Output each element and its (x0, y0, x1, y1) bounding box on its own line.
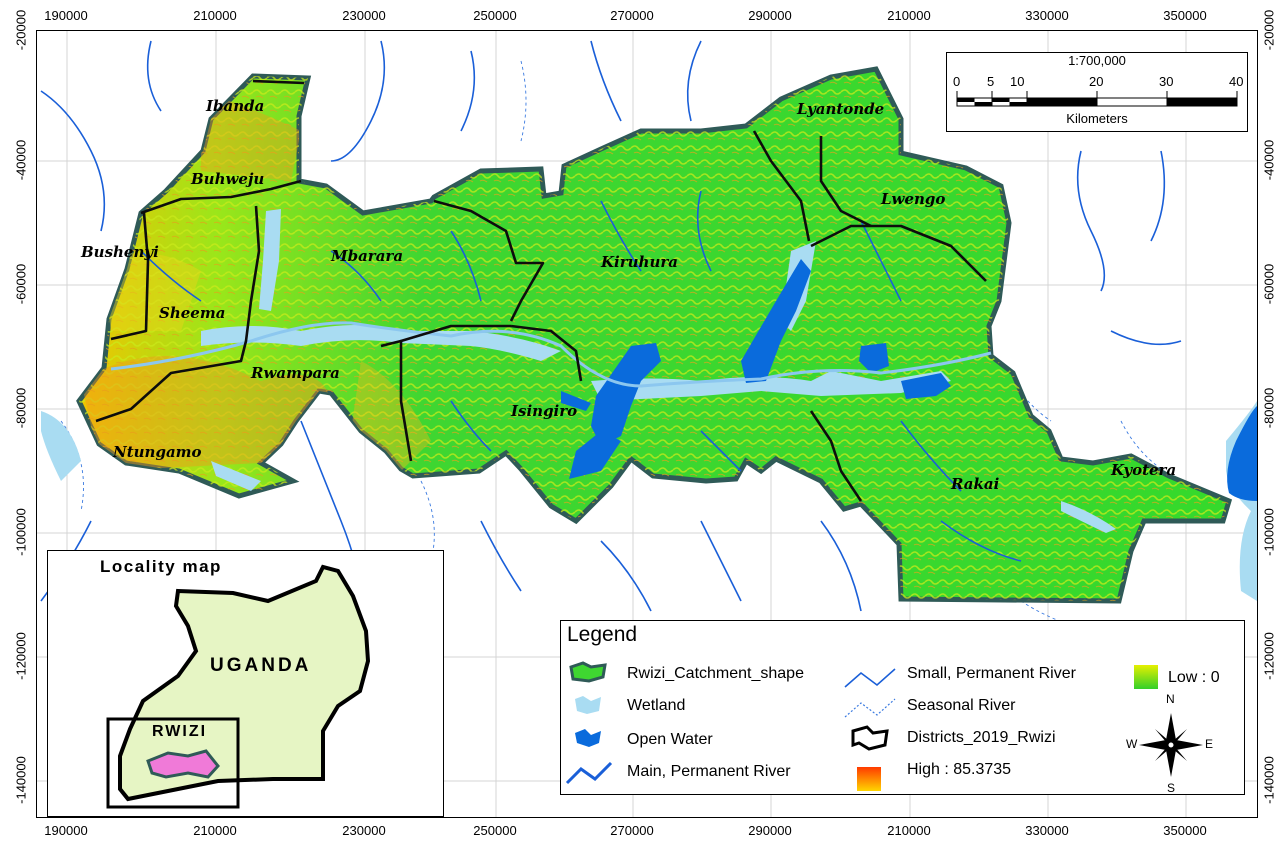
top-tick-3: 250000 (473, 8, 517, 23)
top-tick-2: 230000 (342, 8, 386, 23)
bottom-tick-3: 250000 (473, 823, 517, 838)
top-tick-1: 210000 (193, 8, 237, 23)
right-tick-2: -60000 (1261, 263, 1277, 305)
high-swatch (857, 767, 881, 791)
label-lyantonde: Lyantonde (796, 100, 884, 118)
right-tick-0: -20000 (1261, 9, 1277, 51)
label-rakai: Rakai (950, 475, 1000, 493)
locality-graphic (106, 564, 371, 809)
scale-unit: Kilometers (1066, 111, 1128, 126)
legend-title: Legend (567, 623, 638, 646)
compass-n: N (1166, 692, 1175, 706)
main-river-symbol (565, 761, 613, 785)
label-bushenyi: Bushenyi (80, 243, 159, 261)
map-canvas: Ibanda Buhweju Bushenyi Sheema Mbarara R… (37, 31, 1257, 817)
legend-open-water: Open Water (627, 731, 713, 748)
top-tick-0: 190000 (44, 8, 88, 23)
legend: Legend Rwizi_Catch (560, 620, 1245, 795)
left-tick-2: -60000 (13, 263, 29, 305)
uganda-shape (118, 564, 371, 802)
scale-ratio: 1:700,000 (1068, 53, 1126, 68)
scale-label-0: 0 (953, 74, 961, 89)
small-river-symbol (844, 668, 896, 688)
locality-region: RWIZI (152, 723, 208, 740)
label-kiruhura: Kiruhura (600, 253, 678, 271)
legend-districts: Districts_2019_Rwizi (907, 729, 1056, 746)
bottom-tick-2: 230000 (342, 823, 386, 838)
label-ntungamo: Ntungamo (112, 443, 202, 461)
rwizi-extent-box (106, 717, 240, 809)
right-tick-1: -40000 (1261, 139, 1277, 181)
right-tick-4: -100000 (1261, 508, 1277, 556)
scale-label-40: 40 (1229, 74, 1244, 89)
locality-title: Locality map (100, 557, 222, 576)
scale-bar: 1:700,000 0 5 10 20 30 40 Kilometers (946, 52, 1248, 132)
scale-label-5: 5 (987, 74, 995, 89)
open-water-symbol (575, 729, 601, 747)
bottom-tick-6: 210000 (887, 823, 931, 838)
left-tick-5: -120000 (13, 632, 29, 680)
legend-main-river: Main, Permanent River (627, 763, 791, 780)
top-tick-8: 350000 (1163, 8, 1207, 23)
wetland-symbol (575, 696, 601, 714)
external-wetland (41, 411, 81, 481)
legend-wetland: Wetland (627, 697, 686, 714)
internal-rivers (140, 190, 1022, 562)
legend-symbols (565, 661, 1203, 791)
legend-high: High : 85.3735 (907, 761, 1012, 778)
scale-label-20: 20 (1089, 74, 1104, 89)
left-tick-4: -100000 (13, 508, 29, 556)
seasonal-river-symbol (844, 698, 896, 718)
district-boundaries (95, 79, 987, 502)
left-tick-0: -20000 (13, 9, 29, 51)
bottom-tick-1: 210000 (193, 823, 237, 838)
compass-e: E (1205, 737, 1214, 751)
label-buhweju: Buhweju (190, 170, 264, 188)
catchment-symbol (569, 661, 607, 683)
legend-seasonal-river: Seasonal River (907, 697, 1016, 714)
map-frame: Ibanda Buhweju Bushenyi Sheema Mbarara R… (36, 30, 1258, 818)
main-river (110, 321, 992, 388)
label-rwampara: Rwampara (250, 364, 340, 382)
low-swatch (1134, 665, 1158, 689)
legend-catchment: Rwizi_Catchment_shape (627, 665, 804, 682)
right-tick-3: -80000 (1261, 387, 1277, 429)
legend-low: Low : 0 (1168, 669, 1220, 686)
left-tick-1: -40000 (13, 139, 29, 181)
label-sheema: Sheema (159, 304, 225, 322)
left-tick-3: -80000 (13, 387, 29, 429)
bottom-tick-8: 350000 (1163, 823, 1207, 838)
rwizi-shape (146, 749, 220, 779)
scale-bar-graphic (956, 91, 1238, 107)
top-tick-6: 210000 (887, 8, 931, 23)
east-lake (1227, 406, 1257, 501)
top-tick-4: 270000 (610, 8, 654, 23)
label-kyotera: Kyotera (1110, 461, 1176, 479)
scale-label-30: 30 (1159, 74, 1174, 89)
label-ibanda: Ibanda (205, 97, 264, 115)
right-tick-5: -120000 (1261, 632, 1277, 680)
north-arrow (1139, 713, 1203, 777)
label-lwengo: Lwengo (880, 190, 945, 208)
right-tick-6: -140000 (1261, 756, 1277, 804)
districts-symbol (851, 725, 889, 751)
compass-w: W (1126, 737, 1138, 751)
left-tick-6: -140000 (13, 756, 29, 804)
label-isingiro: Isingiro (510, 402, 577, 420)
locality-map: Locality map UGANDA RWIZI (47, 550, 444, 817)
bottom-tick-4: 270000 (610, 823, 654, 838)
locality-country: UGANDA (210, 655, 312, 676)
open-water (561, 259, 951, 479)
bottom-tick-0: 190000 (44, 823, 88, 838)
top-tick-7: 330000 (1025, 8, 1069, 23)
bottom-tick-5: 290000 (748, 823, 792, 838)
label-mbarara: Mbarara (330, 247, 403, 265)
bottom-tick-7: 330000 (1025, 823, 1069, 838)
legend-small-river: Small, Permanent River (907, 665, 1076, 682)
top-tick-5: 290000 (748, 8, 792, 23)
compass-s: S (1167, 781, 1176, 795)
scale-label-10: 10 (1010, 74, 1025, 89)
